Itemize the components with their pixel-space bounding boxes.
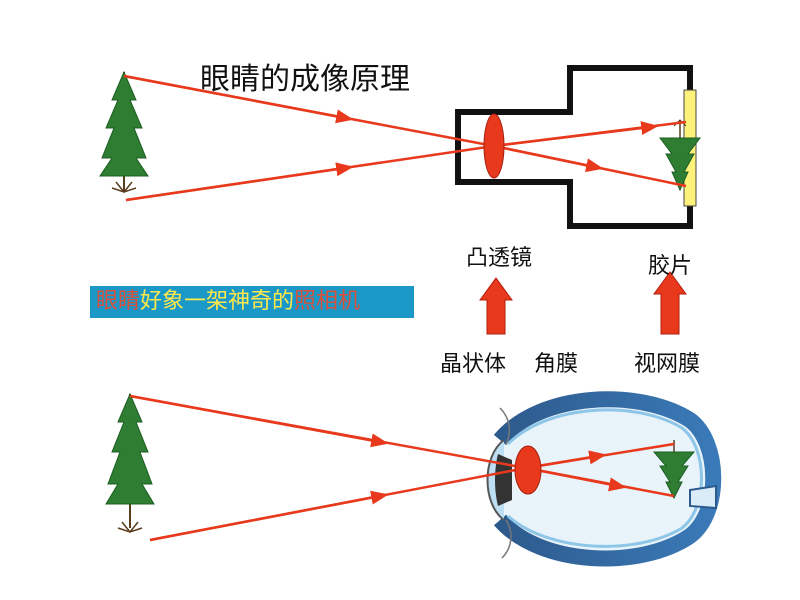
banner-part-middle: 好象一架神奇的 (140, 289, 295, 314)
tree-object-top (99, 70, 149, 194)
cornea-label: 角膜 (534, 352, 579, 377)
banner-part-eye: 眼睛 (96, 289, 141, 314)
convex-lens (483, 113, 505, 179)
arrow-film (653, 271, 687, 335)
inverted-tree-image-bottom (652, 440, 696, 500)
eyeball (486, 391, 722, 567)
page-title: 眼睛的成像原理 (200, 62, 410, 97)
eye-lens (514, 445, 542, 495)
lens-body-label: 晶状体 (440, 352, 507, 377)
arrow-lens (479, 277, 513, 335)
banner-part-camera: 照相机 (294, 289, 361, 314)
film-label: 胶片 (648, 254, 693, 279)
camera-body (455, 65, 693, 229)
inverted-tree-image-top (659, 119, 701, 192)
banner: 眼睛好象一架神奇的照相机 (90, 286, 414, 318)
tree-object-bottom (105, 392, 155, 534)
convex-lens-label: 凸透镜 (466, 246, 533, 271)
retina-label: 视网膜 (634, 352, 701, 377)
